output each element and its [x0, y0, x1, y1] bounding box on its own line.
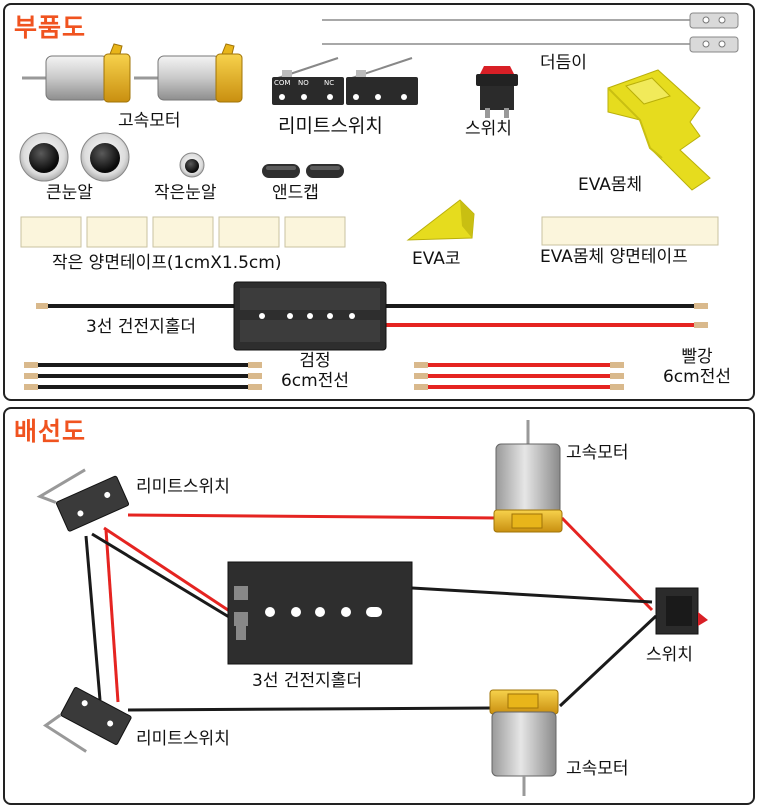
- end-cap-part: [262, 164, 344, 178]
- small-tape-label: 작은 양면테이프(1cmX1.5cm): [52, 253, 282, 273]
- black-wire-color: 검정: [299, 351, 331, 371]
- limit-switch-part-2: [346, 57, 418, 105]
- big-eye-label: 큰눈알: [46, 183, 93, 203]
- wiring-motor-top: [493, 420, 563, 533]
- end-cap-label: 앤드캡: [272, 183, 319, 203]
- wiring-limit-switch-top: [36, 468, 130, 532]
- eva-nose-label: EVA코: [412, 249, 461, 269]
- red-wire-label: 빨강 6cm전선: [652, 347, 742, 387]
- rocker-switch-part: [476, 66, 518, 118]
- red-wire-color: 빨강: [681, 347, 713, 367]
- wiring-switch-label: 스위치: [646, 645, 693, 665]
- big-eye-part-2: [80, 132, 130, 182]
- antenna-part: [322, 12, 739, 53]
- black-wires-part: [24, 362, 262, 390]
- switch-label: 스위치: [465, 119, 512, 139]
- limit-switch-pin-no: NO: [298, 79, 309, 87]
- wiring-motor-top-label: 고속모터: [566, 443, 629, 463]
- red-wires-part: [414, 362, 624, 390]
- motor-label: 고속모터: [118, 111, 181, 131]
- eva-body-label: EVA몸체: [578, 175, 643, 195]
- wiring-limit-switch-bottom: [42, 687, 132, 753]
- wiring-battery-holder: [227, 561, 413, 665]
- big-eye-part-1: [19, 132, 69, 182]
- eva-nose-part: [406, 199, 475, 241]
- antenna-label: 더듬이: [540, 53, 587, 73]
- small-eye-part: [179, 152, 205, 178]
- small-eye-label: 작은눈알: [154, 183, 217, 203]
- limit-switch-pin-nc: NC: [324, 79, 335, 87]
- limit-switch-part-1: [272, 57, 344, 105]
- battery-holder-part: [36, 281, 708, 351]
- wiring-limit-switch-bottom-label: 리미트스위치: [136, 729, 230, 749]
- wiring-panel: [3, 407, 755, 805]
- eva-body-tape-label: EVA몸체 양면테이프: [540, 247, 688, 267]
- red-wire-length: 6cm전선: [662, 366, 731, 387]
- wiring-rocker-switch: [655, 587, 708, 635]
- wiring-wires: [84, 513, 658, 712]
- motor-part-1: [22, 43, 131, 103]
- limit-switch-label: 리미트스위치: [278, 115, 383, 137]
- parts-section-title: 부품도: [14, 13, 87, 42]
- black-wire-length: 6cm전선: [280, 370, 349, 391]
- wiring-limit-switch-top-label: 리미트스위치: [136, 477, 230, 497]
- small-tape-part: [20, 216, 346, 248]
- motor-part-2: [134, 43, 243, 103]
- eva-body-part: [607, 69, 711, 191]
- limit-switch-pin-com: COM: [274, 79, 291, 87]
- wiring-motor-bottom: [489, 689, 559, 796]
- black-wire-label: 검정 6cm전선: [270, 351, 360, 391]
- wiring-motor-bottom-label: 고속모터: [566, 759, 629, 779]
- eva-body-tape-part: [541, 216, 719, 246]
- battery-holder-label: 3선 건전지홀더: [86, 317, 197, 337]
- wiring-battery-holder-label: 3선 건전지홀더: [252, 671, 363, 691]
- wiring-section-title: 배선도: [14, 417, 87, 446]
